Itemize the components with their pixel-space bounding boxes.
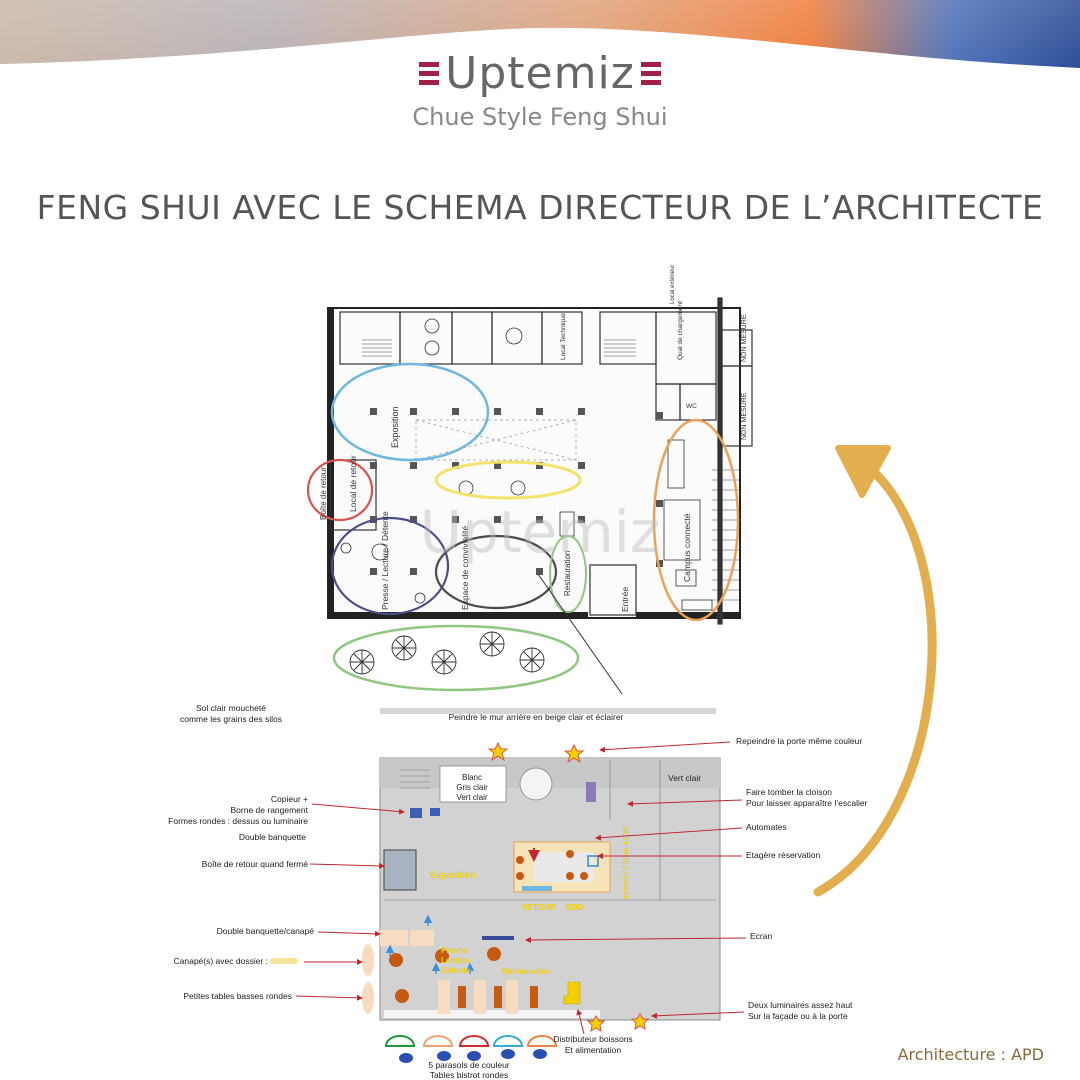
note-colors: Blanc Gris clair Vert clair [456,773,488,802]
note-ecran: Ecran [750,931,773,941]
label-campus: Campus connecté [682,513,692,582]
zone-exposition: Exposition [430,870,476,880]
page-title: FENG SHUI AVEC LE SCHEMA DIRECTEUR DE L’… [36,188,1044,227]
logo-bars-left-icon [419,62,440,85]
note-distributeur: Distributeur boissons Et alimentation [553,1034,633,1055]
note-mur-arriere: Peindre le mur arrière en beige clair et… [448,712,624,722]
zone-restauration: Restauration [502,967,551,976]
zone-retour: RETOUR [522,903,556,912]
label-local-technique: Local Technique [560,313,567,360]
label-non-mesure-1: NON MESURE [741,314,748,362]
note-cloison: Faire tomber la cloison Pour laisser app… [746,787,868,808]
campus-zone-ellipse [652,418,740,622]
note-automates: Automates [746,822,787,832]
presse-zone-ellipse [330,516,450,616]
parasol-icons [384,1035,558,1063]
header-banner [0,0,1080,150]
note-luminaires: Deux luminaires assez haut Sur la façade… [748,1000,853,1021]
connector-line [537,573,623,695]
terrace-zone-ellipse [332,624,580,692]
central-zone-ellipse [434,460,582,500]
logo-text: Uptemiz [445,48,635,99]
retour-zone-ellipse [306,458,374,522]
terrace-parasols [349,631,545,675]
note-banquette-canape: Double banquette/canapé [216,926,314,936]
brand-logo: Uptemiz Chue Style Feng Shui [0,48,1080,131]
zone-accueil: Accueil / ESCALATOR [623,826,630,900]
note-sol-clair: Sol clair moucheté comme les grains des … [179,703,283,724]
label-local-retour: Local de retour [348,455,358,512]
note-boite-retour: Boîte de retour quand fermé [201,859,308,869]
label-wc: WC [686,403,697,410]
restauration-zone-ellipse [549,535,587,613]
label-non-mesure-2: NON MESURE [741,392,748,440]
label-presse: Presse / Lecture / Détente [380,511,390,610]
note-copieur: Copieur + Borne de rangement Formes rond… [168,794,308,826]
bottom-floor-plan: Exposition RETOUR RDD Accueil / ESCALATO… [270,708,747,1063]
exposition-zone-ellipse [330,362,490,462]
convivialite-zone-ellipse [434,534,558,610]
watermark: Uptemiz [420,498,661,566]
logo-subtitle: Chue Style Feng Shui [412,103,668,131]
gold-curved-arrow-icon [813,445,937,897]
ecran-screen [482,936,514,940]
zone-rdd: RDD [566,903,584,912]
note-parasols: 5 parasols de couleur Tables bistrot ron… [428,1060,510,1080]
note-petites-tables: Petites tables basses rondes [183,991,292,1001]
zone-presse: Presse Lecture Détente [441,946,471,975]
note-double-banquette: Double banquette [238,832,306,842]
note-vert-clair: Vert clair [668,773,702,783]
label-boite-retour: Boîte de retour [319,467,328,520]
note-canape-dossier: Canapé(s) avec dossier : [173,956,269,966]
label-espace: Espace de convivialité [460,526,470,610]
top-floor-plan: Exposition Local de retour Boîte de reto… [306,265,753,695]
footer-caption: Architecture : APD [897,1045,1044,1064]
note-etagere: Etagère réservation [746,850,821,860]
label-restauration: Restauration [563,551,572,596]
label-exposition: Exposition [390,406,400,448]
logo-bars-right-icon [640,62,661,85]
label-local-exterieur: Local extérieur [670,265,676,304]
label-quai: Quai de chargement [677,301,684,360]
logo-wordmark: Uptemiz [419,48,661,99]
label-entree: Entrée [620,587,630,612]
light-fixture-icons [487,741,650,1032]
note-repeindre-porte: Repeindre la porte même couleur [736,736,863,746]
